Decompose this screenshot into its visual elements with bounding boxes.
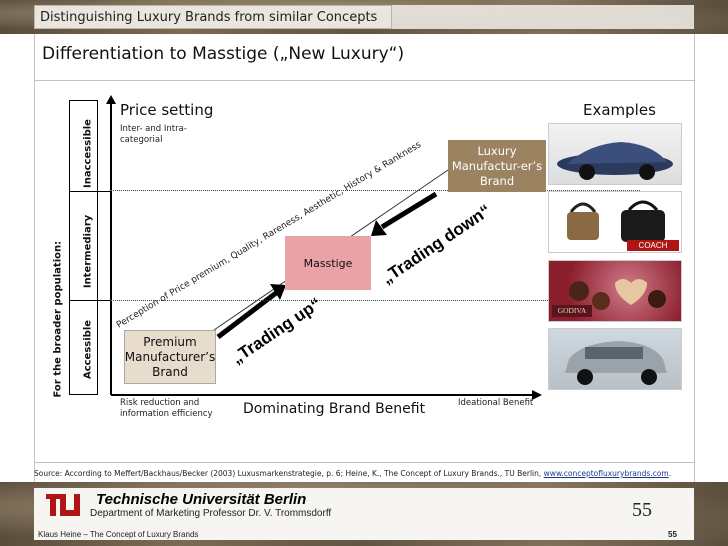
car-icon xyxy=(549,329,681,389)
source-citation: Source: According to Meffert/Backhaus/Be… xyxy=(34,469,671,478)
trading-down-arrow xyxy=(382,194,436,227)
inter-intra-label: Inter- and Intra-categorial xyxy=(120,124,210,146)
tu-berlin-logo xyxy=(44,492,84,518)
luxury-brand-box: Luxury Manufactur-er’s Brand xyxy=(448,140,546,192)
source-divider xyxy=(34,462,694,463)
photo-compact-car xyxy=(548,328,682,390)
y-axis-arrowhead xyxy=(106,95,116,104)
x-left-label: Risk reduction and information efficienc… xyxy=(120,398,230,420)
page-number-small: 55 xyxy=(668,530,677,539)
photo-luxury-car xyxy=(548,123,682,185)
source-end: . xyxy=(669,469,671,478)
x-right-label: Ideational Benefit xyxy=(458,398,533,409)
godiva-badge: GODIVA xyxy=(552,305,592,317)
x-axis-title: Dominating Brand Benefit xyxy=(243,401,425,417)
premium-brand-box: Premium Manufacturer’s Brand xyxy=(124,330,216,384)
footer-author: Klaus Heine – The Concept of Luxury Bran… xyxy=(38,530,198,539)
price-setting-label: Price setting xyxy=(120,101,213,119)
examples-label: Examples xyxy=(583,101,656,119)
photo-godiva-chocolates: GODIVA xyxy=(548,260,682,322)
page-number-large: 55 xyxy=(632,499,652,522)
x-axis-arrowhead xyxy=(532,390,542,400)
car-icon xyxy=(549,124,681,184)
university-name: Technische Universität Berlin xyxy=(96,491,306,508)
coach-badge: COACH xyxy=(627,240,679,251)
source-text: Source: According to Meffert/Backhaus/Be… xyxy=(34,469,544,478)
photo-coach-bags: COACH xyxy=(548,191,682,253)
masstige-box: Masstige xyxy=(285,236,371,290)
source-link[interactable]: www.conceptofluxurybrands.com xyxy=(544,469,669,478)
department-name: Department of Marketing Professor Dr. V.… xyxy=(90,508,331,519)
